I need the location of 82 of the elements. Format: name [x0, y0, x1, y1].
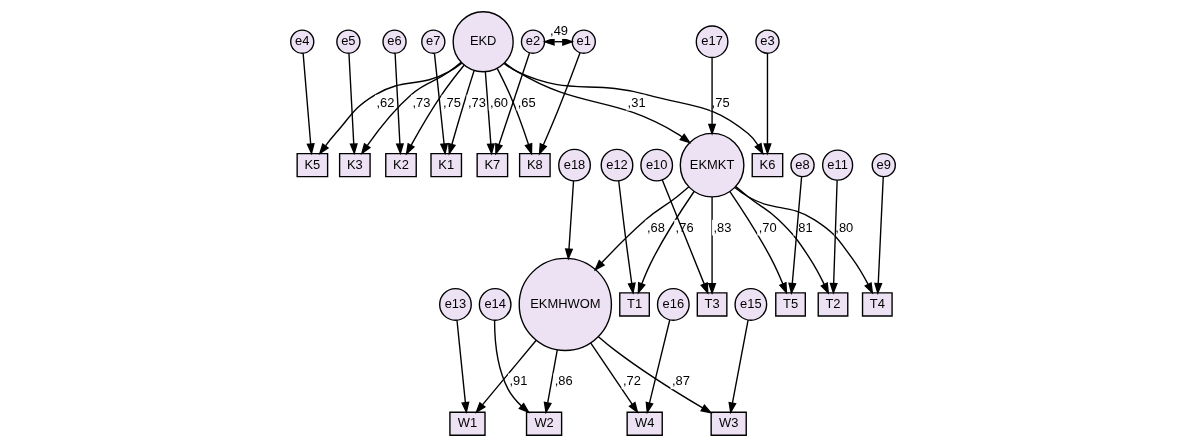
edge-label: ,72	[623, 373, 641, 389]
edge-label: ,60	[490, 94, 509, 110]
arrow	[564, 180, 575, 261]
node-circle: e14	[478, 288, 512, 321]
arrow	[645, 319, 671, 415]
arrow	[405, 64, 465, 156]
node-circle: e4	[290, 29, 315, 54]
node-box: W2	[525, 411, 563, 436]
edge-label: ,73	[412, 94, 431, 110]
arrow	[729, 190, 788, 295]
edge-label: ,73	[467, 94, 486, 110]
edge-label: ,68	[647, 219, 665, 235]
arrow	[433, 52, 449, 156]
arrow	[618, 180, 636, 295]
edge-label: ,83	[713, 219, 732, 235]
node-circle: e15	[734, 288, 768, 321]
arrow	[543, 349, 558, 415]
node-box: T1	[619, 292, 650, 317]
edge-label: ,80	[835, 219, 854, 235]
arrow	[456, 319, 470, 414]
arrow	[763, 52, 772, 156]
node-circle: e13	[439, 288, 472, 321]
node-box: K6	[751, 152, 784, 178]
node-box: T5	[775, 292, 806, 317]
edge-label: ,91	[509, 373, 528, 389]
edge-label: ,49	[550, 22, 569, 38]
node-circle: e6	[382, 29, 407, 54]
arrow	[394, 52, 405, 156]
node-box: K3	[338, 152, 371, 178]
arrow	[829, 179, 838, 295]
arrow	[707, 196, 717, 295]
node-circle: e18	[558, 148, 591, 182]
edge-label: ,62	[376, 94, 395, 110]
node-box: K7	[476, 152, 509, 178]
edge-label: ,86	[554, 373, 573, 389]
node-box: W1	[449, 411, 486, 436]
node-box: K2	[385, 152, 417, 178]
arrow	[484, 71, 495, 156]
node-circle: e3	[755, 29, 780, 54]
node-circle: e8	[790, 152, 815, 178]
arrow	[503, 62, 764, 156]
node-box: W4	[626, 411, 663, 436]
node-circle: EKD	[452, 11, 514, 73]
arrow	[707, 56, 717, 136]
edge-label: ,31	[627, 94, 646, 110]
arrow	[661, 179, 709, 295]
node-box: K8	[518, 152, 551, 178]
arrow	[788, 176, 803, 295]
arrow	[734, 186, 874, 295]
arrow	[728, 319, 749, 415]
arrow	[496, 67, 533, 156]
node-circle: e10	[640, 148, 674, 182]
arrow	[448, 69, 475, 156]
node-circle: e1	[571, 29, 596, 54]
arrow	[475, 339, 537, 414]
node-box: W3	[710, 411, 747, 436]
arrow	[597, 335, 713, 414]
arrow	[302, 52, 315, 156]
node-box: K5	[296, 152, 329, 178]
node-circle: e16	[656, 288, 690, 321]
node-box: T4	[861, 292, 893, 317]
edge-label: ,65	[517, 94, 536, 110]
arrow	[874, 176, 884, 295]
node-circle: e12	[600, 148, 634, 182]
node-circle: e9	[871, 152, 896, 178]
node-circle: e11	[821, 149, 854, 181]
node-circle: e2	[520, 29, 546, 54]
edge-label: ,70	[758, 219, 777, 235]
arrow	[734, 185, 830, 295]
node-box: K1	[430, 152, 463, 178]
arrow	[348, 52, 358, 156]
arrow	[495, 52, 531, 156]
edge-label: ,87	[671, 373, 690, 389]
edge-label: ,75	[443, 94, 461, 110]
arrow	[593, 186, 690, 272]
arrow	[504, 62, 692, 144]
node-circle: e5	[336, 29, 361, 54]
node-box: T2	[817, 292, 849, 317]
arrow	[538, 52, 581, 156]
node-circle: e17	[695, 25, 729, 59]
node-circle: e7	[421, 29, 446, 54]
node-box: T3	[696, 292, 728, 317]
